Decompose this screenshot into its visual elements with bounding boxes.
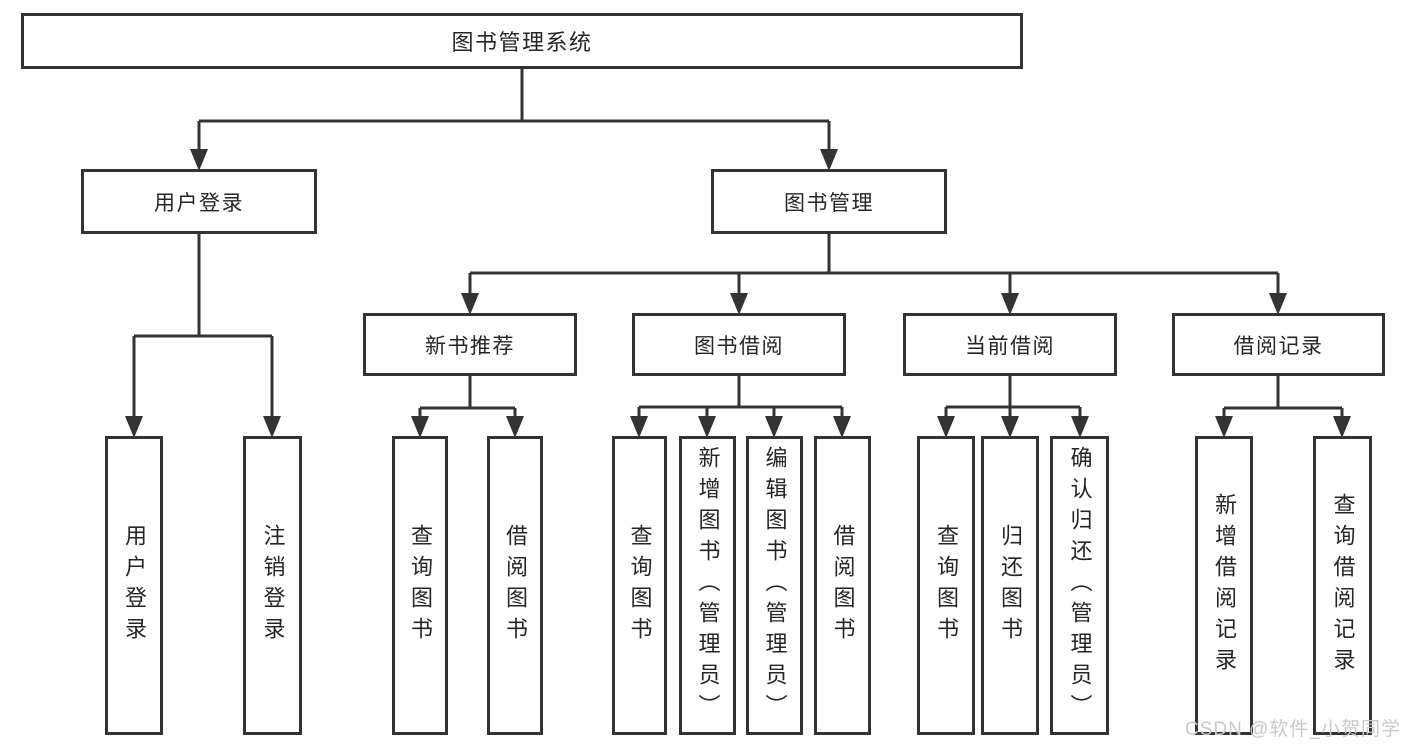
leaf-query-books-recommend: 查询图书 bbox=[392, 436, 448, 735]
arrowheads-root bbox=[190, 149, 838, 171]
leaf-return-books: 归还图书 bbox=[981, 436, 1039, 735]
leaf-query-books-current: 查询图书 bbox=[917, 436, 975, 735]
arrowheads-current-borrowing bbox=[937, 416, 1089, 438]
leaf-query-borrow-record: 查询借阅记录 bbox=[1313, 436, 1372, 735]
arrowheads-new-book-recommend bbox=[411, 416, 524, 438]
leaf-query-books-borrowing: 查询图书 bbox=[612, 436, 667, 735]
node-user-login: 用户登录 bbox=[81, 169, 317, 234]
node-book-borrowing: 图书借阅 bbox=[632, 313, 846, 376]
node-current-borrowing: 当前借阅 bbox=[903, 313, 1117, 376]
leaf-borrow-books-recommend: 借阅图书 bbox=[487, 436, 543, 735]
connector-book-management bbox=[468, 233, 1280, 295]
node-new-book-recommend: 新书推荐 bbox=[363, 313, 577, 376]
node-book-management: 图书管理 bbox=[711, 169, 947, 234]
node-borrowing-records: 借阅记录 bbox=[1172, 313, 1385, 376]
leaf-confirm-return-admin: 确认归还（管理员） bbox=[1050, 436, 1109, 735]
connector-new-book-recommend bbox=[418, 376, 517, 418]
connector-book-borrowing bbox=[637, 376, 844, 418]
connector-current-borrowing bbox=[944, 376, 1082, 418]
connector-root bbox=[197, 69, 831, 152]
leaf-user-login: 用户登录 bbox=[105, 436, 163, 735]
leaf-borrow-books: 借阅图书 bbox=[814, 436, 871, 735]
connector-borrowing-records bbox=[1222, 376, 1344, 418]
leaf-logout: 注销登录 bbox=[243, 436, 302, 735]
connector-user-login bbox=[132, 233, 274, 418]
arrowheads-user-login bbox=[125, 416, 281, 438]
node-library-management-system: 图书管理系统 bbox=[21, 13, 1023, 69]
leaf-add-book-admin: 新增图书（管理员） bbox=[679, 436, 736, 735]
leaf-add-borrow-record: 新增借阅记录 bbox=[1195, 436, 1253, 735]
arrowheads-borrowing-records bbox=[1215, 416, 1351, 438]
arrowheads-book-borrowing bbox=[630, 416, 851, 438]
leaf-edit-book-admin: 编辑图书（管理员） bbox=[746, 436, 803, 735]
arrowheads-book-management bbox=[461, 293, 1287, 315]
csdn-watermark: CSDN @软件_小贺同学 bbox=[1185, 719, 1401, 740]
